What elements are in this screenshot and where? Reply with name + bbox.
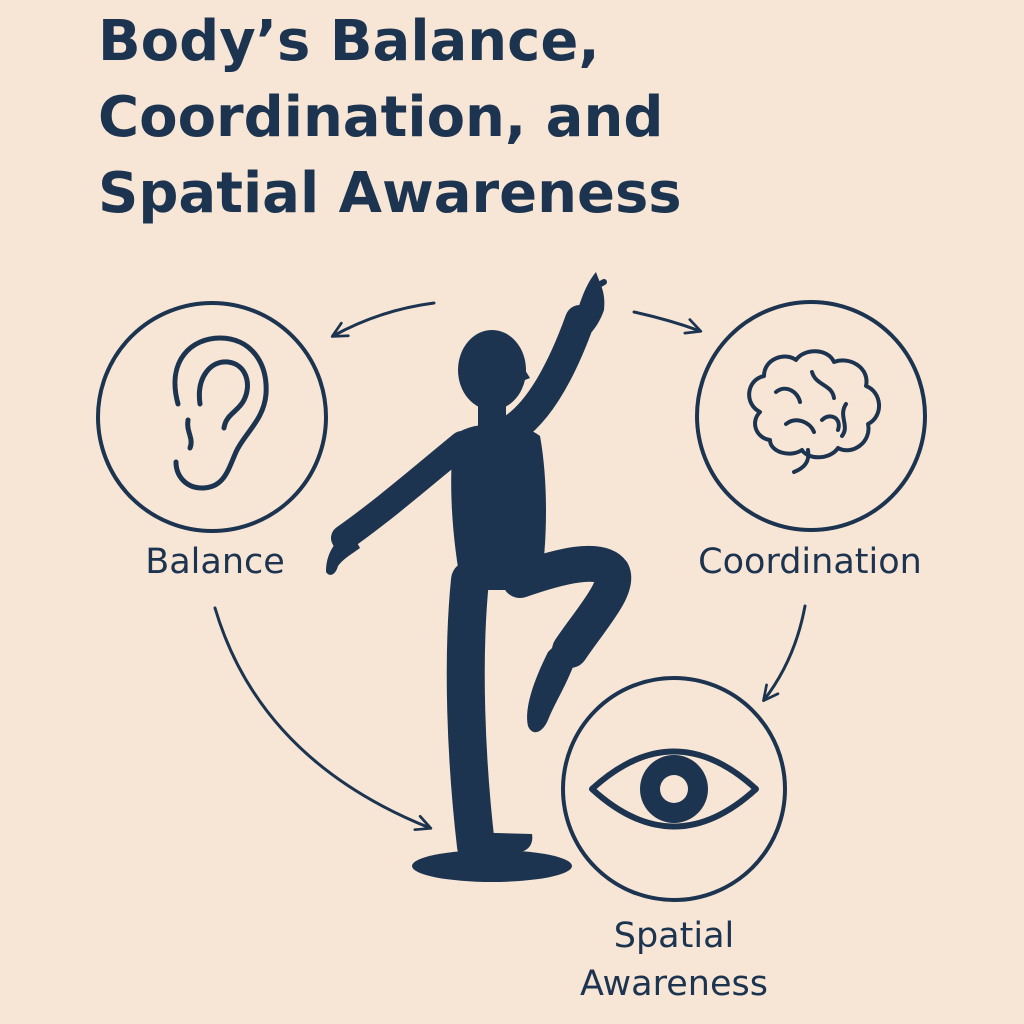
person-balancing-on-one-leg-icon	[326, 272, 632, 882]
title-line-2: Coordination, and	[98, 85, 664, 150]
balance-label: Balance	[145, 542, 285, 582]
arrow-coordination-to-spatial	[762, 604, 807, 703]
spatial-awareness-label: Spatial Awareness	[560, 912, 788, 1008]
coordination-label: Coordination	[698, 542, 922, 582]
arrow-center-to-coordination	[632, 310, 703, 335]
spatial-awareness-label-line-2: Awareness	[580, 964, 768, 1004]
arrow-balance-to-center	[213, 606, 433, 832]
coordination-node	[695, 300, 927, 532]
connector-arrows	[213, 301, 807, 832]
spatial-awareness-label-line-1: Spatial	[613, 916, 735, 956]
balance-node	[96, 301, 328, 533]
page-title: Body’s Balance, Coordination, and Spatia…	[98, 4, 978, 232]
spatial-awareness-node	[561, 676, 787, 902]
title-line-3: Spatial Awareness	[98, 161, 682, 226]
eye-icon	[589, 748, 759, 830]
arrow-center-to-balance	[330, 301, 436, 338]
ear-icon	[172, 335, 269, 491]
brain-icon	[747, 349, 881, 474]
title-line-1: Body’s Balance,	[98, 9, 600, 74]
